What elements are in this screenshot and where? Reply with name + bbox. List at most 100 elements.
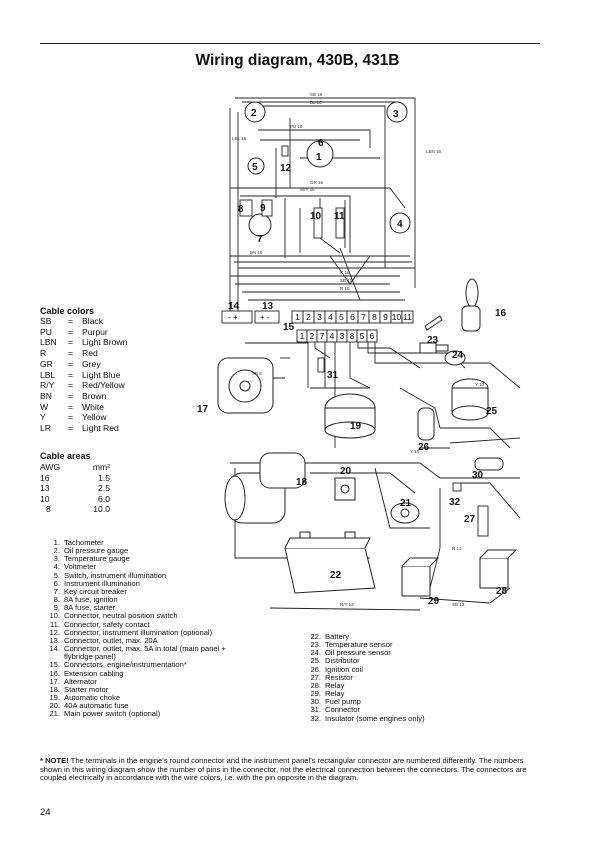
legend-text: Starter motor [64, 684, 109, 694]
cable-colors-heading: Cable colors [40, 306, 95, 316]
legend-item: 28.Relay [305, 680, 505, 690]
label-4: 4 [397, 219, 403, 230]
legend-item: 16.Extension cabling [44, 669, 294, 678]
connector-pin-number: 6 [370, 331, 375, 341]
label-7: 7 [257, 234, 263, 245]
legend-item: 13.Connector, outlet, max. 20A [44, 635, 294, 645]
legend-number: 1. [53, 538, 60, 547]
wire-tag: LBL 16 [232, 136, 247, 141]
cable-color-row: BN=Brown [40, 391, 127, 402]
equals-sign: = [68, 390, 74, 401]
cable-code: Y [40, 412, 46, 423]
legend-number: 4. [53, 562, 60, 572]
legend-item: 30. Fuel pump [305, 698, 505, 706]
connector-pin-number: 7 [320, 331, 325, 341]
connector-pin-number: 3 [317, 312, 322, 322]
label-15: 15 [283, 322, 295, 333]
legend-item: 18.Starter motor [44, 684, 294, 694]
connector-pin-number: 5 [360, 331, 365, 341]
legend-item: 15. Connectors, engine/instrumentation* [44, 661, 294, 669]
legend-number: 13. [49, 635, 60, 645]
legend-item: 10.Connector, neutral position switch [44, 612, 294, 620]
legend-number: 31. [310, 705, 321, 715]
legend-number: 23. [310, 640, 321, 650]
cable-color-row: PU=Purpur [40, 327, 127, 338]
cable-color-row: LBN=Light Brown [40, 337, 127, 348]
mm2-value: 1.5 [98, 472, 110, 483]
legend-text: flybridge panel) [64, 652, 116, 662]
equals-sign: = [68, 316, 74, 326]
connector-pin-number: 10 [392, 312, 402, 322]
legend-text: Ignition coil [325, 664, 363, 674]
cable-color-name: Red [82, 348, 98, 359]
connector-pin-number: 5 [339, 312, 344, 322]
legend-text: Connector [325, 705, 361, 715]
cable-color-name: Light Brown [82, 337, 128, 348]
legend-number: 26. [310, 664, 321, 674]
legend-text: Fuel pump [325, 697, 361, 707]
cable-code: LR [40, 423, 51, 434]
label-24: 24 [452, 350, 464, 361]
legend-text: 8A fuse, starter [64, 603, 116, 613]
cable-color-row: LBL=Light Blue [40, 370, 127, 381]
wire-tag: R 10 [340, 286, 350, 291]
cable-color-name: Yellow [82, 412, 107, 423]
legend-number: 2. [53, 546, 60, 556]
cable-code: GR [40, 358, 53, 369]
connector-pin-number: 2 [306, 312, 311, 322]
legend-item: 20.40A automatic fuse [44, 701, 294, 710]
label-3: 3 [393, 109, 399, 120]
connector-pin-number: 9 [383, 312, 388, 322]
legend-number: 7. [53, 586, 60, 596]
legend-item: 7.Key circuit breaker [44, 586, 294, 596]
cable-color-row: Y=Yellow [40, 412, 127, 423]
legend-text: Relay [325, 680, 345, 690]
legend-number: 29. [310, 689, 321, 699]
connector-pin-number: 3 [340, 331, 345, 341]
legend-text: Insulator (some engines only) [325, 713, 425, 723]
connector-pin-number: 7 [361, 312, 366, 322]
cable-code: R [40, 348, 47, 359]
legend-text: Alternator [64, 676, 97, 686]
awg-value: 16 [40, 472, 50, 483]
equals-sign: = [68, 401, 74, 412]
wire-tag: SB 13 [452, 602, 465, 607]
cable-code: BN [40, 390, 52, 401]
legend-item: 26. Ignition coil [305, 664, 505, 674]
wire-tag: SB 10 [340, 278, 353, 283]
equals-sign: = [68, 369, 74, 380]
legend-number: 12. [49, 627, 60, 637]
legend-item: 23.Temperature sensor [305, 641, 505, 649]
legend-text: Connector, outlet, max. 5A in total (mai… [64, 644, 226, 654]
equals-sign: = [68, 358, 74, 369]
legend-number: 17. [49, 676, 60, 686]
legend-text: Connector, neutral position switch [64, 611, 178, 621]
awg-value: 10 [40, 493, 50, 504]
connector-note: * NOTE! The terminals in the engine's ro… [40, 756, 540, 783]
wire-tag: SB 16 [310, 92, 323, 97]
label-9: 9 [260, 203, 266, 214]
outlet-14-polarity: - + [228, 313, 238, 322]
cable-colors-table: SB=Black PU=Purpur LBN=Light Brown R=Red… [40, 316, 127, 434]
legend-text: Distributor [325, 656, 360, 666]
legend-number: 30. [310, 697, 321, 707]
legend-item: 2.Oil pressure gauge [44, 547, 294, 555]
wire-tag: PU 16 [290, 124, 303, 129]
label-5: 5 [252, 162, 258, 173]
mm2-value: 6.0 [98, 493, 110, 504]
legend-number: 22. [310, 632, 321, 641]
legend-number: 15. [49, 660, 60, 670]
label-12: 12 [280, 163, 292, 174]
legend-text: Connectors, engine/instrumentation* [64, 660, 187, 670]
legend-item: 27.Resistor [305, 673, 505, 682]
legend-number: 8. [53, 595, 60, 605]
wire-tag: Y 16 [410, 449, 420, 454]
connector-pin-number: 1 [300, 331, 305, 341]
legend-text: 8A fuse, ignition [64, 595, 118, 605]
